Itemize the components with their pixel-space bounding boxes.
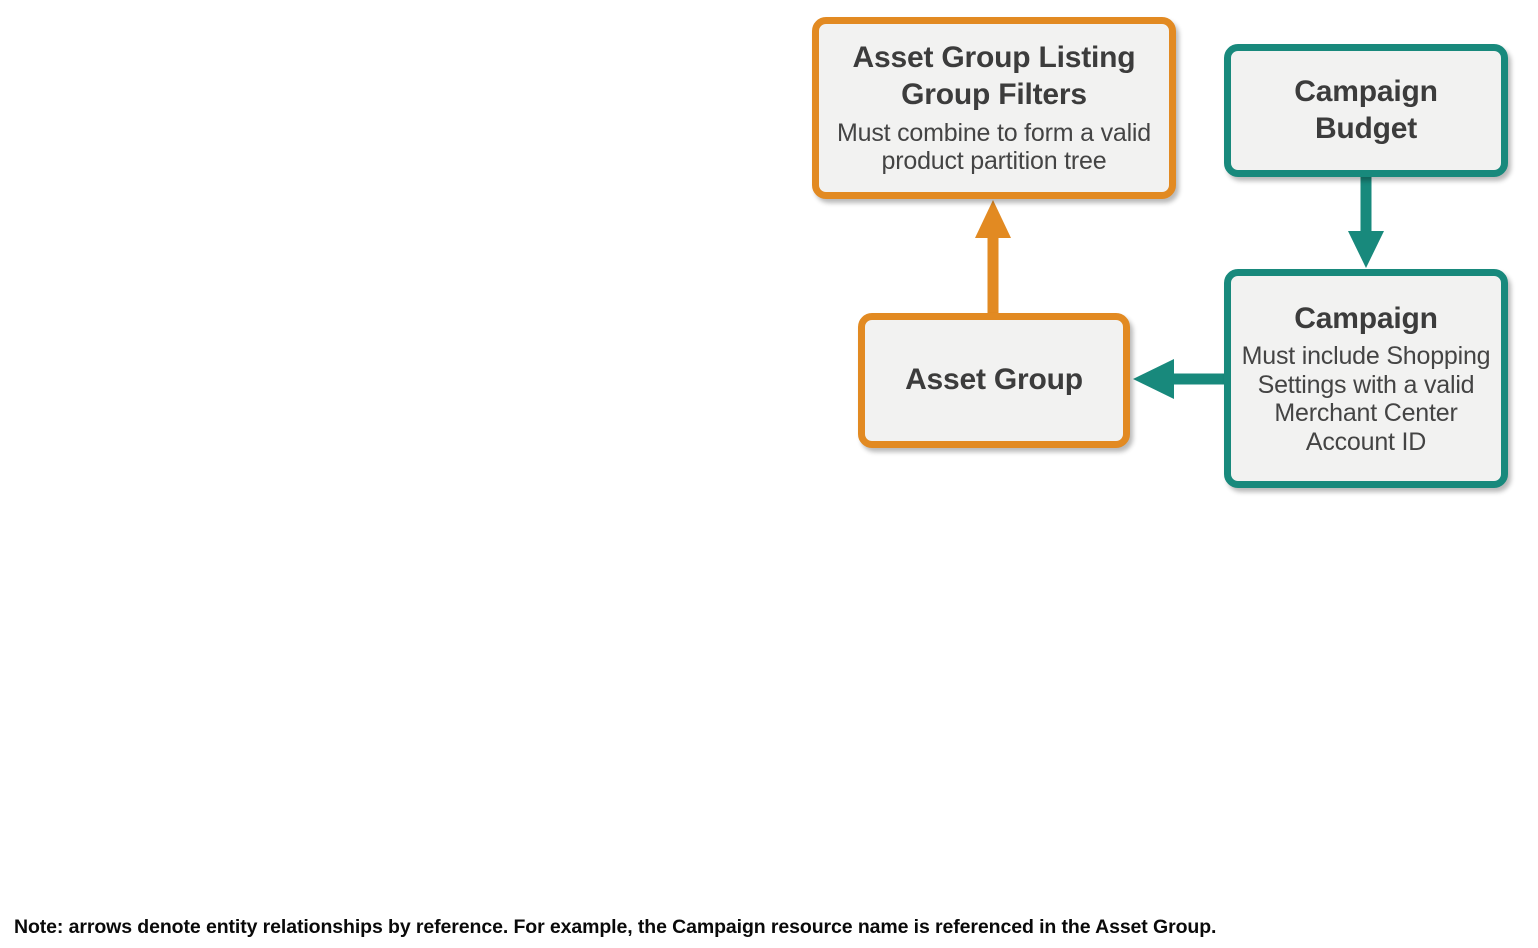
node-subtitle: Must include Shopping Settings with a va… — [1241, 342, 1491, 456]
node-title: Asset Group Listing Group Filters — [852, 41, 1136, 111]
node-subtitle: Must combine to form a valid product par… — [837, 118, 1151, 176]
node-title: Campaign Budget — [1294, 74, 1438, 145]
edge-campaign-to-asset-group — [1133, 359, 1224, 399]
diagram-footer-note: Note: arrows denote entity relationships… — [14, 916, 1217, 938]
node-title: Asset Group — [905, 363, 1083, 397]
edge-campaign-budget-to-campaign — [1348, 177, 1384, 268]
edge-asset-group-to-listing-group-filters — [975, 200, 1011, 313]
node-campaign-budget[interactable]: Campaign Budget — [1224, 44, 1508, 177]
node-asset-group-listing-group-filters[interactable]: Asset Group Listing Group Filters Must c… — [812, 17, 1176, 199]
node-title: Campaign — [1294, 301, 1438, 335]
node-asset-group[interactable]: Asset Group — [858, 313, 1130, 448]
node-campaign[interactable]: Campaign Must include Shopping Settings … — [1224, 269, 1508, 488]
